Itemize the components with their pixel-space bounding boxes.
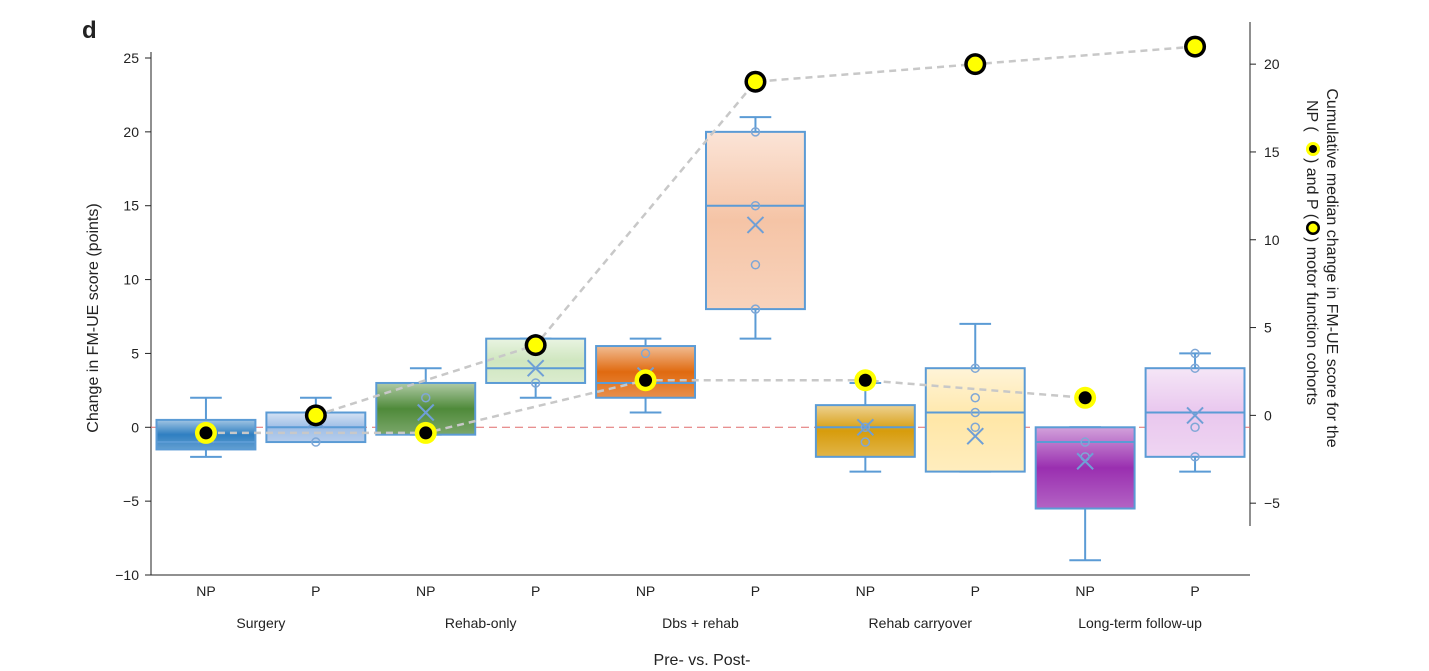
data-point: [530, 378, 541, 388]
data-point: [750, 304, 761, 314]
x-tick-label: P: [971, 583, 980, 599]
y-tick-label: 25: [123, 50, 139, 66]
data-point: [860, 422, 871, 433]
data-point: [750, 260, 761, 270]
trend-line-p: [315, 45, 1196, 417]
y2-tick-label: −5: [1264, 495, 1280, 511]
boxes: [155, 116, 1246, 562]
p-median-marker-core: [747, 74, 763, 90]
x-axis: NP P NP P NP P NP P NP P Surgery Rehab-only Dbs + re…: [151, 574, 1250, 631]
y-tick-label: 5: [131, 345, 139, 361]
data-point: [311, 437, 321, 447]
y-axis-title: Change in FM-UE score (points): [85, 203, 102, 432]
y2-axis: −5 0 5 10 15 20: [1249, 22, 1280, 526]
data-point: [970, 392, 980, 403]
box-np-6: [814, 381, 916, 473]
x-tick-label: NP: [1075, 583, 1094, 599]
p-median-marker-core: [308, 407, 324, 423]
box-p-5: [704, 116, 806, 340]
group-label: Long-term follow-up: [1078, 615, 1202, 631]
data-point: [1190, 422, 1200, 433]
mean-marker: [1076, 452, 1094, 470]
y-tick-label: 15: [123, 198, 139, 214]
np-median-marker-core: [199, 426, 213, 440]
box-body: [924, 367, 1026, 473]
np-legend-marker-core: [1309, 145, 1317, 153]
p-legend-marker-core: [1308, 223, 1318, 233]
x-tick-label: NP: [636, 583, 655, 599]
y2-axis-title-line1: Cumulative median change in FM-UE score …: [1323, 88, 1340, 447]
x-tick-label: P: [311, 583, 320, 599]
y2-tick-label: 15: [1264, 144, 1280, 160]
data-point: [1190, 452, 1200, 462]
data-point: [1080, 437, 1090, 447]
mean-marker: [746, 216, 765, 234]
x-axis-title: Pre- vs. Post-: [654, 652, 751, 669]
data-point: [970, 407, 980, 418]
group-label: Dbs + rehab: [662, 615, 739, 631]
y-tick-label: 20: [123, 124, 139, 140]
box-p-7: [924, 322, 1026, 473]
x-tick-label: NP: [196, 583, 215, 599]
y-axis: −10 −5 0 5 10 15 20 25: [115, 50, 152, 583]
y2-tick-label: 0: [1264, 407, 1272, 423]
y2-tick-label: 5: [1264, 320, 1272, 336]
data-point: [1190, 363, 1200, 373]
p-median-marker-core: [1187, 39, 1203, 55]
mean-marker: [1186, 406, 1204, 425]
x-tick-label: P: [751, 583, 760, 599]
mean-marker: [417, 403, 435, 422]
data-point: [750, 200, 761, 211]
panel-label: d: [82, 17, 97, 44]
y-tick-label: −10: [115, 567, 139, 583]
x-tick-label: NP: [856, 583, 875, 599]
box-p-9: [1144, 348, 1246, 473]
trend-lines: [205, 45, 1196, 435]
data-point: [750, 127, 761, 137]
data-point: [970, 363, 980, 373]
y2-axis-title-line2a: NP (: [1303, 100, 1320, 132]
data-point: [1190, 348, 1200, 359]
group-label: Surgery: [236, 615, 285, 631]
np-median-marker-core: [419, 426, 433, 440]
y2-tick-label: 20: [1264, 56, 1280, 72]
y2-tick-label: 10: [1264, 232, 1280, 248]
y-tick-label: 0: [131, 419, 139, 435]
data-point: [860, 437, 871, 447]
group-label: Rehab-only: [445, 615, 517, 631]
np-median-marker-core: [639, 373, 653, 387]
mean-marker: [856, 418, 875, 436]
y2-axis-title-line2c: ) motor function cohorts: [1303, 237, 1320, 405]
data-point: [421, 392, 431, 403]
y-tick-label: −5: [123, 493, 139, 509]
box-body: [704, 130, 806, 311]
x-tick-label: P: [531, 583, 540, 599]
x-tick-label: P: [1190, 583, 1199, 599]
mean-marker: [526, 359, 545, 377]
box-np-8: [1034, 426, 1136, 562]
p-median-marker-core: [967, 56, 983, 72]
np-median-marker-core: [858, 373, 872, 387]
group-label: Rehab carryover: [869, 615, 973, 631]
trend-markers: [194, 35, 1207, 444]
data-point: [970, 422, 980, 433]
np-median-marker-core: [1078, 391, 1092, 405]
x-tick-label: NP: [416, 583, 435, 599]
mean-marker: [966, 427, 984, 445]
box-body: [1034, 426, 1136, 510]
data-point: [640, 348, 651, 359]
y-tick-label: 10: [123, 272, 139, 288]
y2-axis-title: Cumulative median change in FM-UE score …: [1303, 88, 1340, 447]
p-median-marker-core: [528, 337, 544, 353]
y2-axis-title-line2b: ) and P (: [1303, 158, 1320, 220]
